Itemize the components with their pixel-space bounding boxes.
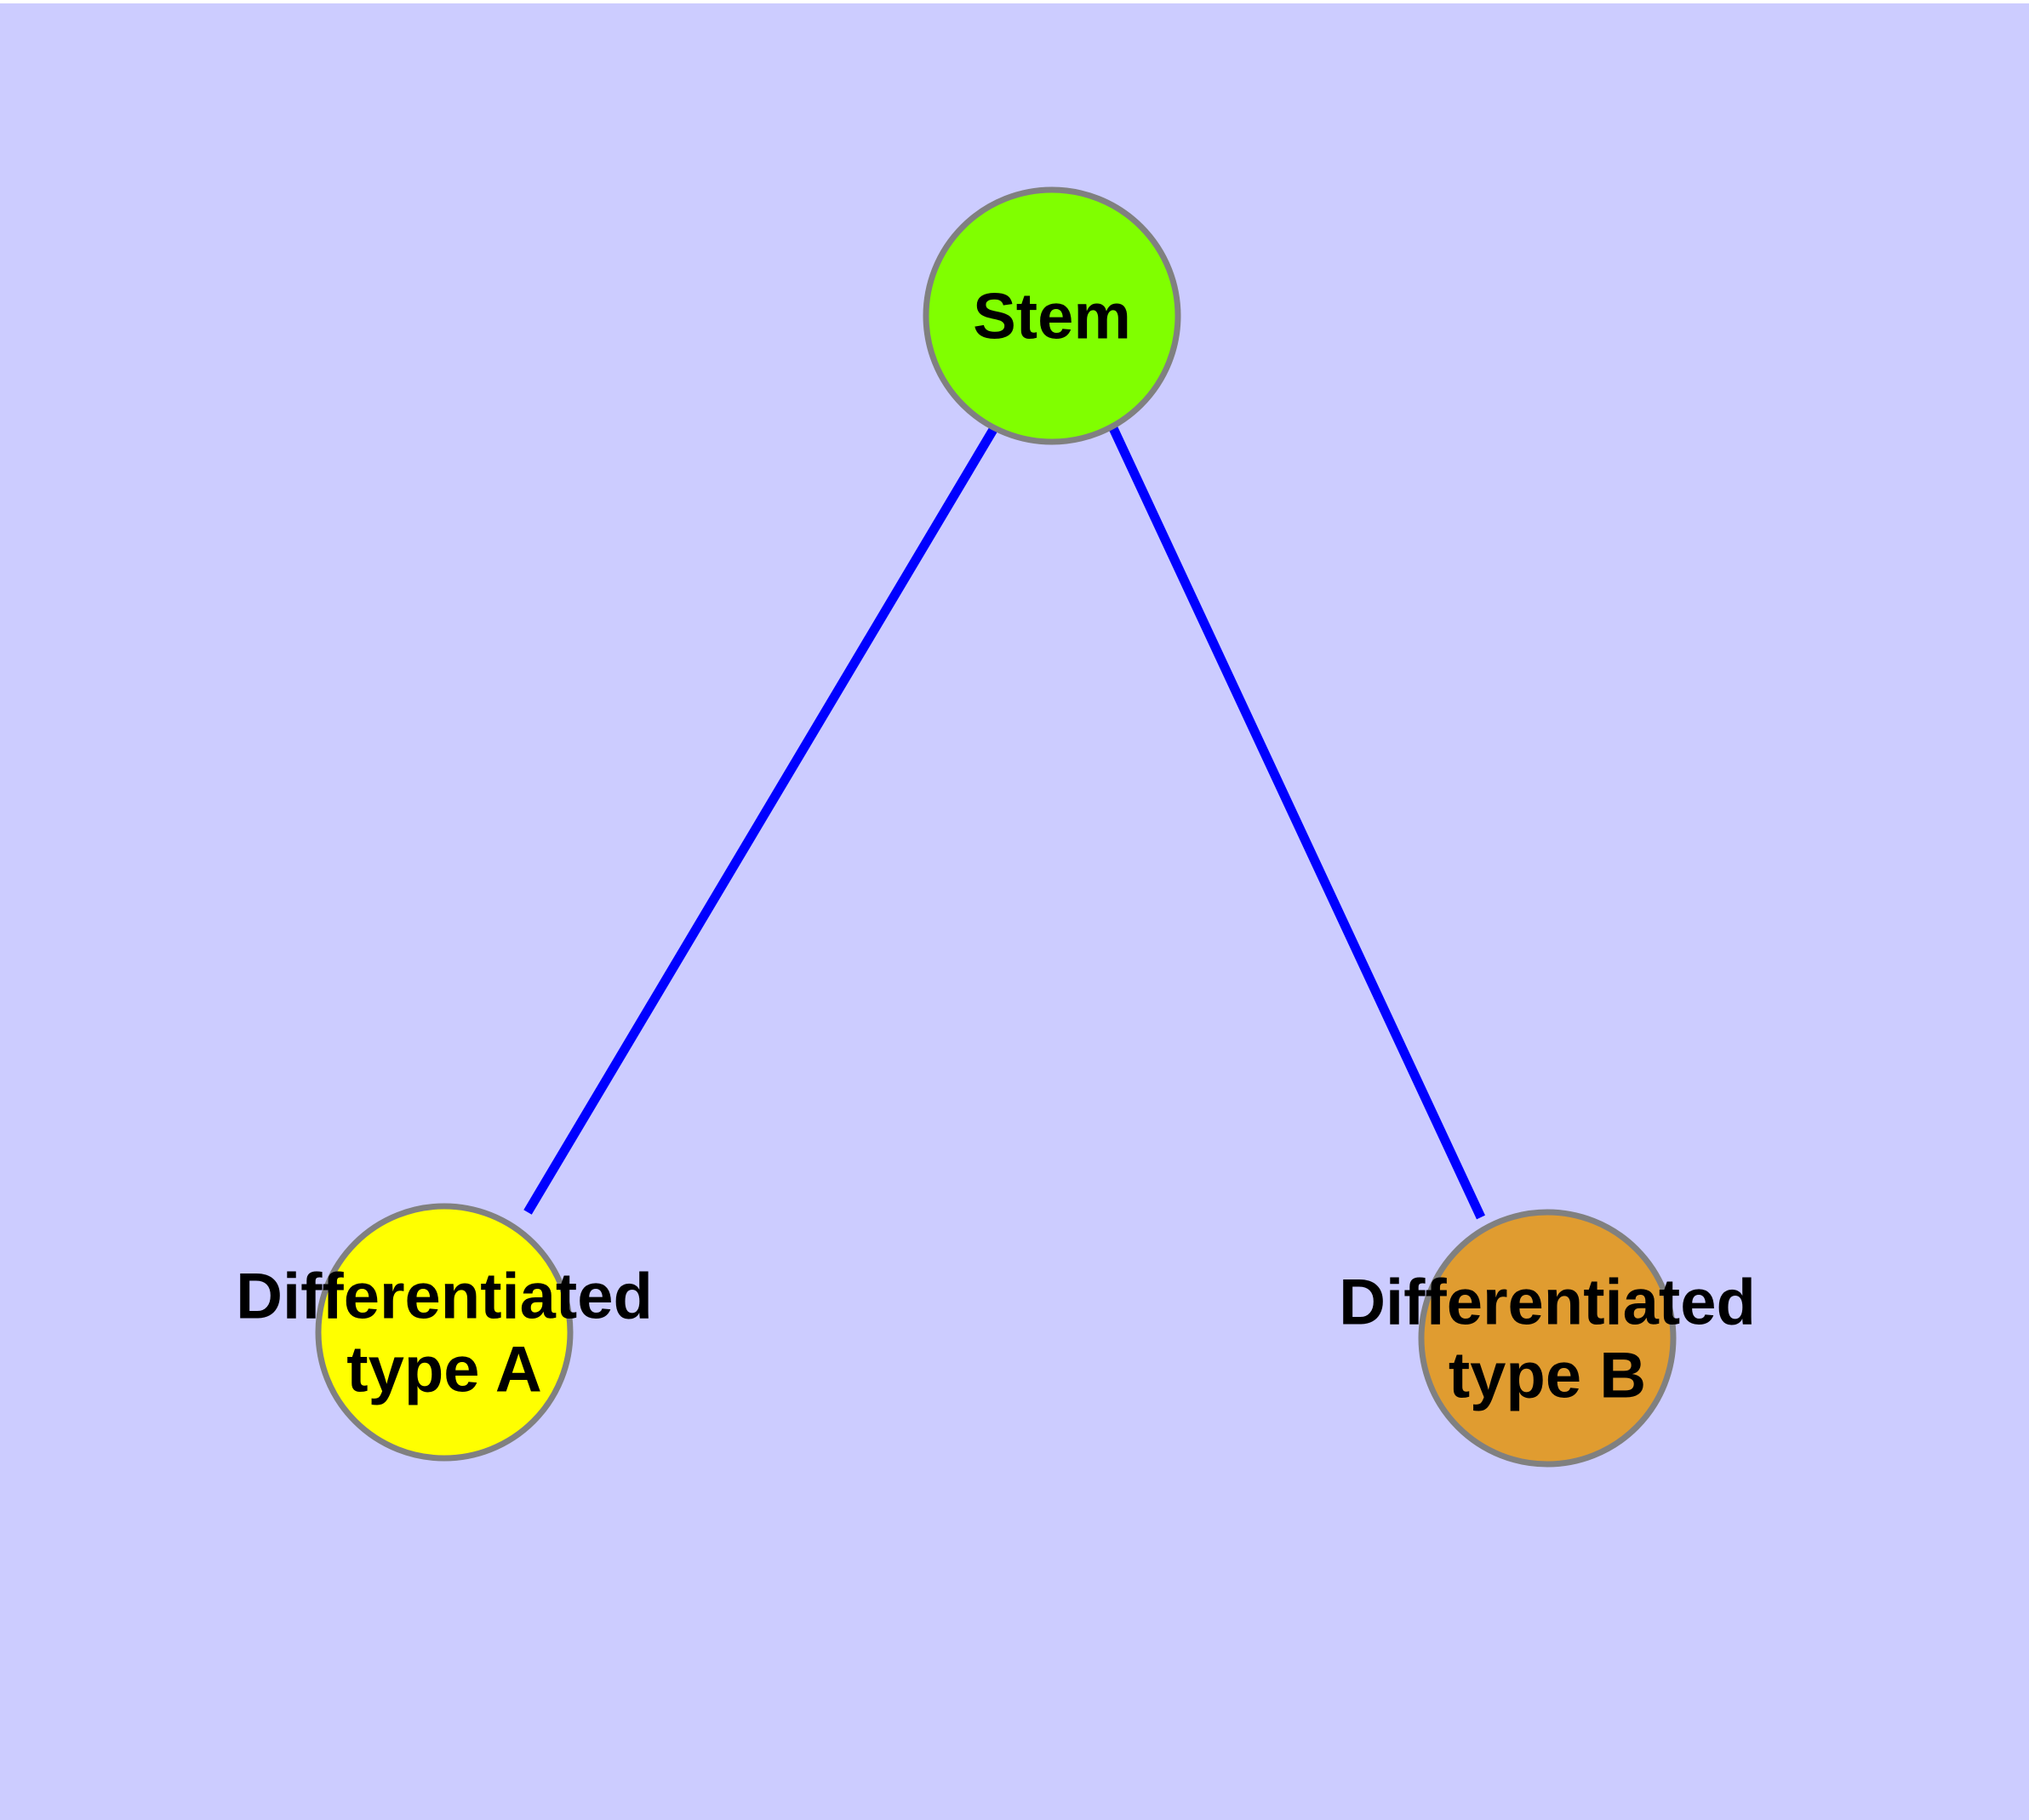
node-label-line: Differentiated (236, 1261, 653, 1333)
node-label-line: type B (1449, 1340, 1646, 1412)
nodes-layer (315, 186, 1677, 1468)
edges-layer (523, 426, 1485, 1220)
graph-node-diff_b[interactable] (1418, 1209, 1677, 1468)
node-label-line: Stem (973, 281, 1131, 353)
node-label-line: type A (346, 1334, 541, 1406)
node-label-line: Differentiated (1339, 1267, 1756, 1339)
graph-edge-stem-diff_a[interactable] (523, 426, 998, 1215)
graph-edge-stem-diff_b[interactable] (1109, 426, 1485, 1220)
graph-node-stem[interactable] (923, 186, 1181, 445)
node-label-stem: Stem (973, 281, 1131, 353)
graph-node-diff_a[interactable] (315, 1203, 574, 1462)
